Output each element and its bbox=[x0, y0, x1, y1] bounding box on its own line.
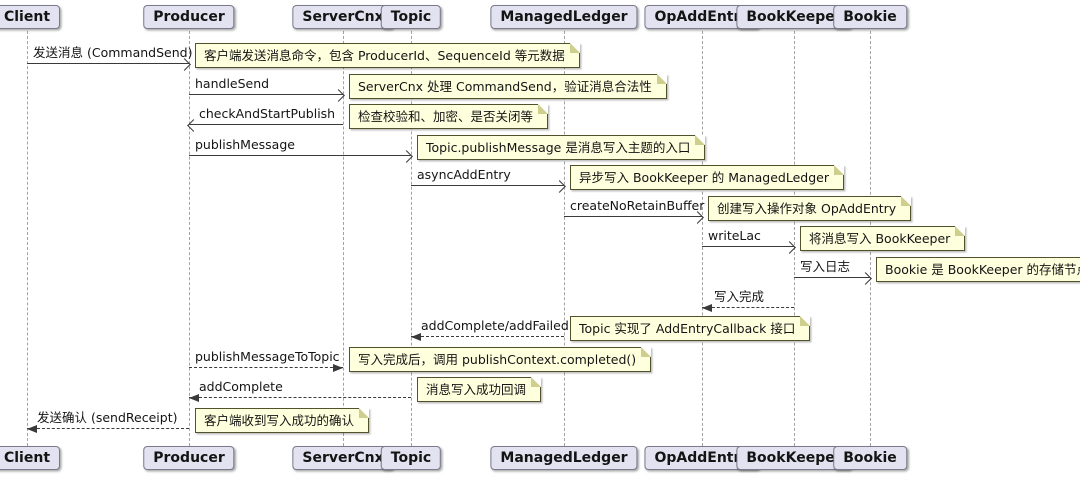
participant-bottom-producer: Producer bbox=[143, 446, 235, 470]
lifeline-servercnx bbox=[343, 31, 344, 446]
message-arrow bbox=[189, 394, 411, 402]
note-fold-icon bbox=[569, 43, 580, 53]
note: Bookie 是 BookKeeper 的存储节点 bbox=[876, 257, 1080, 282]
note-fold-icon bbox=[955, 226, 966, 236]
note-text: 检查校验和、加密、是否关闭等 bbox=[358, 109, 534, 124]
lifeline-bookkeeper bbox=[794, 31, 795, 446]
message-arrow bbox=[702, 240, 796, 254]
note-text: 将消息写入 BookKeeper bbox=[809, 231, 951, 246]
message-label: createNoRetainBuffer bbox=[570, 198, 705, 213]
note-fold-icon bbox=[800, 316, 811, 326]
note-fold-icon bbox=[695, 135, 706, 145]
arrowhead-left-icon bbox=[189, 394, 199, 402]
participant-bottom-bookkeeper: BookKeeper bbox=[736, 446, 852, 470]
arrowhead-left-icon bbox=[702, 304, 712, 312]
participant-top-topic: Topic bbox=[380, 5, 442, 29]
lifeline-topic bbox=[411, 31, 412, 446]
message-label: addComplete bbox=[199, 379, 283, 394]
participant-bottom-client: Client bbox=[0, 446, 61, 470]
message-arrow bbox=[187, 118, 343, 132]
note-text: Topic.publishMessage 是消息写入主题的入口 bbox=[426, 140, 691, 155]
note-fold-icon bbox=[833, 165, 844, 175]
participant-top-bookie: Bookie bbox=[833, 5, 907, 29]
message-arrow bbox=[189, 364, 343, 372]
participant-bottom-servercnx: ServerCnx bbox=[292, 446, 394, 470]
participant-top-managedledger: ManagedLedger bbox=[490, 5, 638, 29]
note-text: Bookie 是 BookKeeper 的存储节点 bbox=[885, 262, 1080, 277]
note-fold-icon bbox=[359, 408, 370, 418]
message-label: writeLac bbox=[708, 228, 761, 243]
participant-bottom-topic: Topic bbox=[380, 446, 442, 470]
note: 写入完成后，调用 publishContext.completed() bbox=[349, 347, 652, 372]
note-text: Topic 实现了 AddEntryCallback 接口 bbox=[579, 321, 796, 336]
message-arrow bbox=[702, 304, 794, 312]
message-label: publishMessageToTopic bbox=[195, 349, 340, 364]
message-label: 写入日志 bbox=[800, 259, 851, 274]
message-label: asyncAddEntry bbox=[417, 167, 511, 182]
note-text: 创建写入操作对象 OpAddEntry bbox=[717, 201, 897, 216]
participant-top-client: Client bbox=[0, 5, 61, 29]
note-text: 客户端发送消息命令，包含 ProducerId、SequenceId 等元数据 bbox=[204, 48, 565, 63]
arrowhead-left-icon bbox=[27, 425, 37, 433]
message-label: 写入完成 bbox=[714, 289, 765, 304]
participant-top-servercnx: ServerCnx bbox=[292, 5, 394, 29]
lifeline-producer bbox=[189, 31, 190, 446]
note-text: 客户端收到写入成功的确认 bbox=[204, 413, 355, 428]
lifeline-managedledger bbox=[564, 31, 565, 446]
participant-bottom-bookie: Bookie bbox=[833, 446, 907, 470]
note: ServerCnx 处理 CommandSend，验证消息合法性 bbox=[349, 74, 667, 99]
participant-bottom-managedledger: ManagedLedger bbox=[490, 446, 638, 470]
note: 消息写入成功回调 bbox=[417, 377, 542, 402]
note-text: 写入完成后，调用 publishContext.completed() bbox=[358, 352, 637, 367]
message-arrow bbox=[27, 425, 189, 433]
note-fold-icon bbox=[901, 196, 912, 206]
message-arrow bbox=[411, 179, 566, 193]
message-label: 发送确认 (sendReceipt) bbox=[37, 410, 178, 425]
lifeline-opaddentry bbox=[702, 31, 703, 446]
message-arrow bbox=[27, 57, 191, 71]
note: Topic.publishMessage 是消息写入主题的入口 bbox=[417, 135, 706, 160]
arrowhead-right-icon bbox=[333, 364, 343, 372]
note: 检查校验和、加密、是否关闭等 bbox=[349, 104, 549, 129]
message-arrow bbox=[794, 271, 872, 285]
note: 异步写入 BookKeeper 的 ManagedLedger bbox=[570, 165, 844, 190]
message-arrow bbox=[189, 88, 345, 102]
note-fold-icon bbox=[531, 377, 542, 387]
participant-top-producer: Producer bbox=[143, 5, 235, 29]
note: 客户端收到写入成功的确认 bbox=[195, 408, 370, 433]
note: Topic 实现了 AddEntryCallback 接口 bbox=[570, 316, 811, 341]
note-fold-icon bbox=[656, 74, 667, 84]
message-label: publishMessage bbox=[195, 137, 295, 152]
message-arrow bbox=[189, 149, 413, 163]
note-text: 消息写入成功回调 bbox=[426, 382, 527, 397]
note-text: ServerCnx 处理 CommandSend，验证消息合法性 bbox=[358, 79, 652, 94]
message-label: checkAndStartPublish bbox=[199, 106, 336, 121]
note-fold-icon bbox=[538, 104, 549, 114]
arrowhead-left-icon bbox=[411, 333, 421, 341]
note-text: 异步写入 BookKeeper 的 ManagedLedger bbox=[579, 170, 829, 185]
message-label: 发送消息 (CommandSend) bbox=[33, 45, 193, 60]
note: 客户端发送消息命令，包含 ProducerId、SequenceId 等元数据 bbox=[195, 43, 580, 68]
message-arrow bbox=[564, 210, 704, 224]
note: 创建写入操作对象 OpAddEntry bbox=[708, 196, 912, 221]
note-fold-icon bbox=[641, 347, 652, 357]
message-label: addComplete/addFailed bbox=[421, 318, 569, 333]
note: 将消息写入 BookKeeper bbox=[800, 226, 966, 251]
message-arrow bbox=[411, 333, 564, 341]
message-label: handleSend bbox=[195, 76, 270, 91]
lifeline-client bbox=[27, 31, 28, 446]
